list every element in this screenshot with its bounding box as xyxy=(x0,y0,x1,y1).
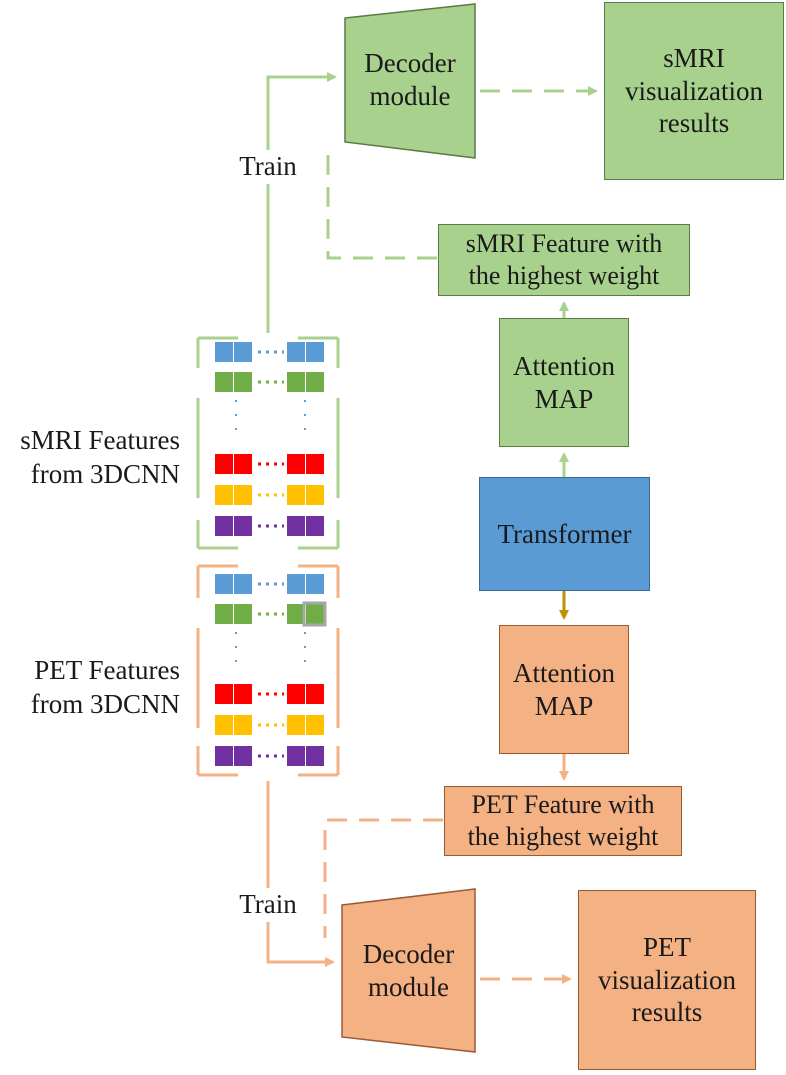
highlight-cell xyxy=(302,601,327,627)
pet-row-purple xyxy=(215,746,324,766)
feature-cell xyxy=(306,372,324,392)
decoder-top-shape xyxy=(344,3,476,159)
feature-cell xyxy=(287,574,305,594)
transformer-box: Transformer xyxy=(479,477,650,591)
feature-cell xyxy=(287,684,305,704)
feature-cell xyxy=(215,454,233,474)
feature-cell xyxy=(215,485,233,505)
smri-row-yellow xyxy=(215,485,324,505)
pet-row-red xyxy=(215,684,324,704)
train-arrow-top xyxy=(266,72,337,333)
feature-cell xyxy=(306,485,324,505)
train-label-bottom: Train xyxy=(232,888,304,922)
feature-cell xyxy=(306,604,324,624)
feature-cell xyxy=(234,715,252,735)
smri-features-label: sMRI Features from 3DCNN xyxy=(20,425,180,489)
pet-row-blue xyxy=(215,574,324,594)
feature-cell xyxy=(215,372,233,392)
feature-cell xyxy=(287,604,305,624)
smri-row-blue xyxy=(215,342,324,362)
feature-cell xyxy=(287,372,305,392)
smri-feature-group xyxy=(196,336,340,550)
smri-row-red xyxy=(215,454,324,474)
smri-feature-to-decoder-dashed xyxy=(326,145,437,260)
feature-cell xyxy=(234,372,252,392)
feature-cell xyxy=(306,342,324,362)
feature-cell xyxy=(306,516,324,536)
pet-feature-group xyxy=(196,564,340,777)
decoder-bottom-label: Decoder module xyxy=(362,939,455,1002)
feature-cell xyxy=(306,574,324,594)
smri-row-green xyxy=(215,372,324,392)
feature-cell xyxy=(306,746,324,766)
feature-cell xyxy=(234,342,252,362)
pet-feature-highest-weight-box: PET Feature with the highest weight xyxy=(444,786,682,856)
feature-rows xyxy=(215,342,327,766)
train-arrow-bottom xyxy=(266,781,335,967)
smri-feature-highest-weight-box: sMRI Feature with the highest weight xyxy=(438,224,690,296)
pet-features-label: PET Features from 3DCNN xyxy=(30,655,180,719)
pet-visualization-results-box: PET visualization results xyxy=(578,890,756,1070)
feature-cell xyxy=(215,342,233,362)
feature-cell xyxy=(234,516,252,536)
feature-cell xyxy=(287,746,305,766)
feature-cell xyxy=(306,715,324,735)
feature-cell xyxy=(287,715,305,735)
attention-map-bottom-box: Attention MAP xyxy=(499,625,629,754)
pet-row-green xyxy=(215,601,327,627)
feature-cell xyxy=(215,684,233,704)
feature-cell xyxy=(287,342,305,362)
decoder-top-label: Decoder module xyxy=(364,48,456,111)
feature-cell xyxy=(306,684,324,704)
smri-visualization-results-box: sMRI visualization results xyxy=(604,2,784,180)
decoder-bottom-shape xyxy=(341,888,476,1053)
feature-cell xyxy=(215,715,233,735)
feature-cell xyxy=(215,574,233,594)
feature-cell xyxy=(287,454,305,474)
feature-cell xyxy=(215,746,233,766)
feature-cell xyxy=(234,746,252,766)
feature-cell xyxy=(234,485,252,505)
feature-cell xyxy=(215,604,233,624)
smri-row-purple xyxy=(215,516,324,536)
feature-cell xyxy=(234,574,252,594)
train-label-top: Train xyxy=(232,150,304,184)
feature-cell xyxy=(287,485,305,505)
feature-cell xyxy=(234,604,252,624)
feature-cell xyxy=(287,516,305,536)
attention-map-top-box: Attention MAP xyxy=(499,318,629,447)
feature-cell xyxy=(234,454,252,474)
feature-cell xyxy=(306,454,324,474)
feature-cell xyxy=(215,516,233,536)
pet-row-yellow xyxy=(215,715,324,735)
feature-cell xyxy=(234,684,252,704)
pet-feature-to-decoder-dashed xyxy=(323,818,443,938)
